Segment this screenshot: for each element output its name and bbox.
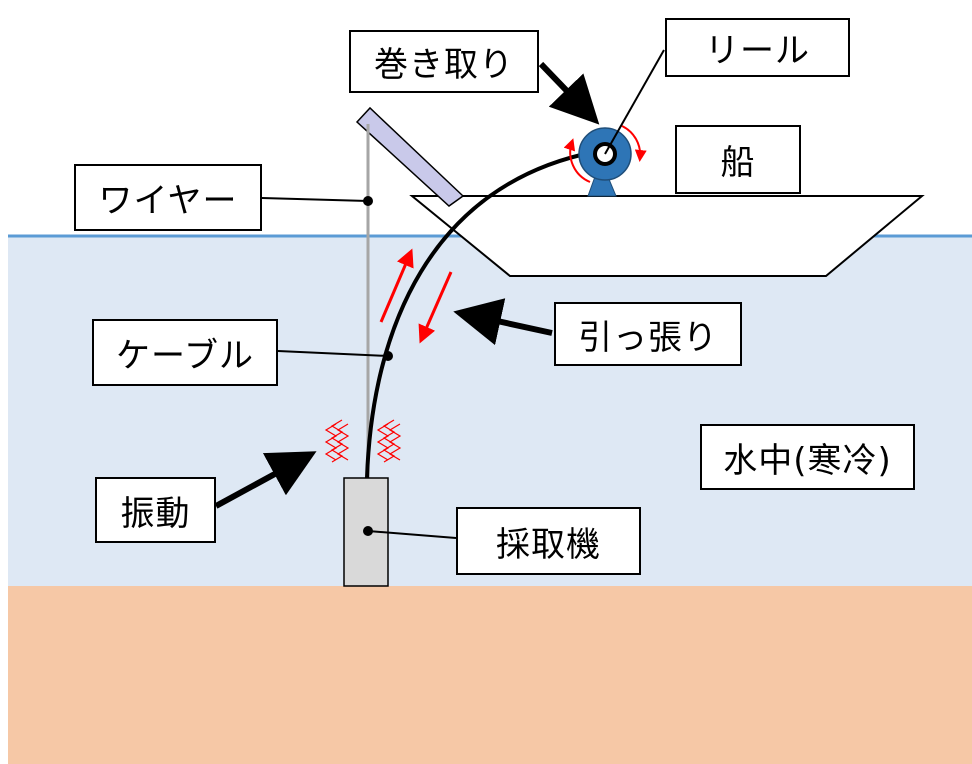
label-vibration: 振動	[95, 477, 216, 543]
cable-dot	[383, 351, 393, 361]
label-boat: 船	[675, 125, 801, 194]
pull-arrow-down	[418, 271, 453, 344]
rotation-arrow-left	[563, 138, 591, 183]
wire-dot	[363, 196, 373, 206]
wire-leader	[261, 197, 369, 202]
label-winding: 巻き取り	[349, 30, 539, 93]
seabed-region	[8, 586, 972, 764]
vibration-arrow	[214, 451, 317, 509]
cable-leader	[277, 350, 389, 357]
crane-arm	[355, 106, 465, 207]
label-reel: リール	[665, 18, 850, 77]
sampler-leader	[367, 530, 457, 539]
boat-hull	[409, 195, 925, 277]
rotation-arrow-right	[621, 125, 647, 162]
vibration-marks	[324, 419, 402, 463]
label-sampler: 採取機	[456, 507, 641, 575]
pulling-arrow	[453, 298, 553, 346]
label-cable: ケーブル	[92, 319, 278, 386]
pull-arrow-up	[379, 248, 414, 323]
sampler-dot	[363, 526, 373, 536]
winding-arrow	[538, 61, 600, 125]
label-pulling: 引っ張り	[554, 302, 742, 366]
cable-line	[365, 150, 595, 479]
label-underwater: 水中(寒冷)	[700, 424, 915, 490]
label-wire: ワイヤー	[74, 164, 262, 231]
reel-leader	[604, 49, 665, 155]
